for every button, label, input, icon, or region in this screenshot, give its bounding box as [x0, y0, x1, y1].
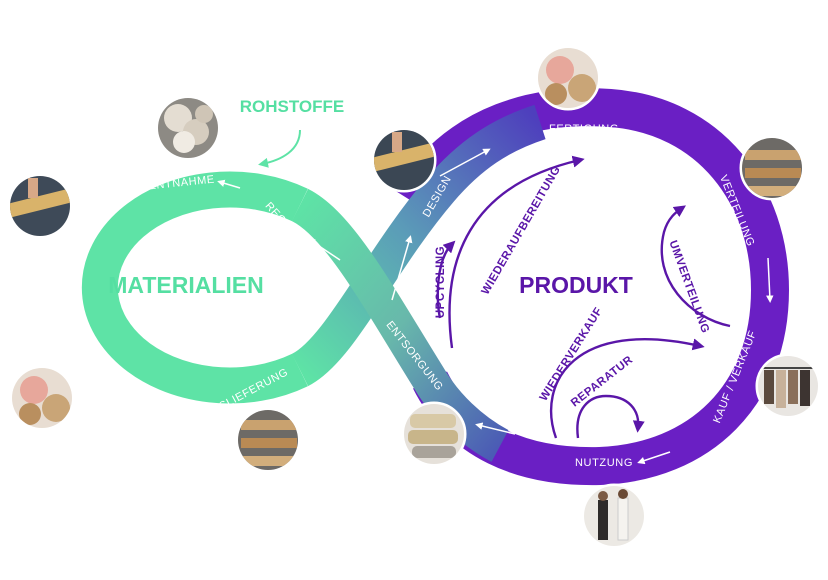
cross-band-down: [290, 188, 509, 462]
produkt-title: PRODUKT: [519, 272, 633, 298]
fabric-rolls-icon: [9, 365, 75, 431]
reparatur-arrow: [576, 394, 645, 439]
upcycling-arrow: [436, 240, 456, 319]
fabric-cutting-icon: [371, 127, 437, 193]
label-upcycling: UPCYCLING: [435, 246, 447, 318]
materialien-title: MATERIALIEN: [108, 272, 263, 298]
warehouse-shelves-icon: [739, 135, 805, 201]
cross-band-up: [290, 104, 546, 387]
people-icon: [581, 483, 647, 549]
pillows-icon: [401, 401, 467, 467]
fabric-rolls-icon: [535, 45, 601, 111]
fabric-cutting-icon: [7, 173, 73, 239]
label-nutzung: NUTZUNG: [575, 457, 633, 469]
clothes-rack-icon: [755, 353, 821, 419]
raw-wool-icon: [155, 95, 221, 161]
label-fertigung: FERTIGUNG: [549, 123, 619, 135]
wiederverkauf-arrow: [549, 338, 705, 439]
rohstoffe-label: ROHSTOFFE: [240, 97, 345, 116]
wiederaufbereitung-arrow: [448, 155, 585, 349]
umverteilung-arrow: [660, 205, 731, 328]
warehouse-shelves-icon: [235, 407, 301, 473]
rohstoffe-arrow: [258, 129, 301, 168]
left-loop: [81, 171, 308, 404]
